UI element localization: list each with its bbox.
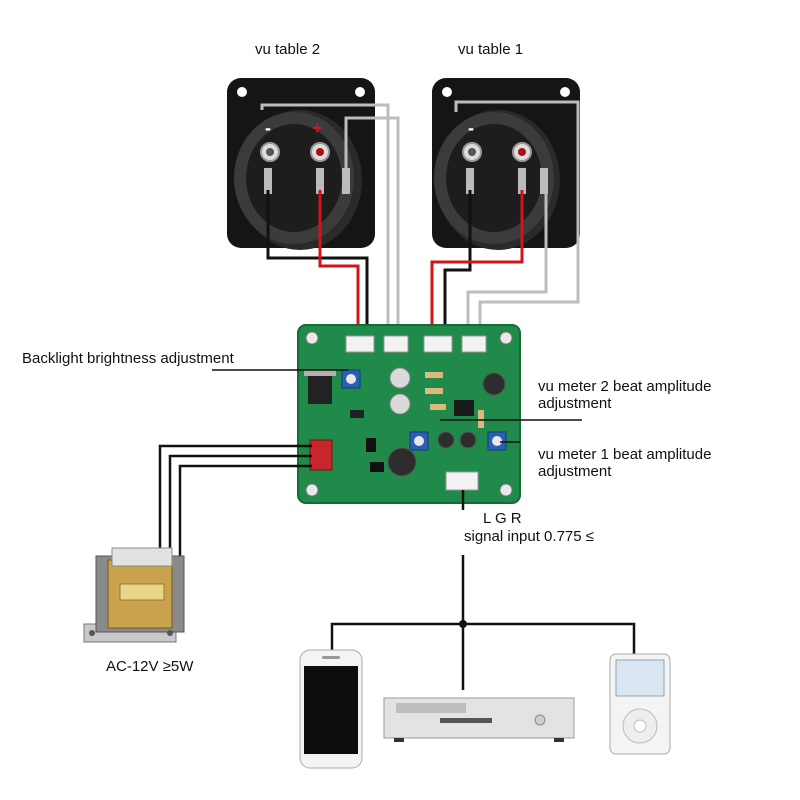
ipod xyxy=(609,653,671,755)
junction-dot xyxy=(459,620,467,628)
meter-1-title: vu table 1 xyxy=(458,41,524,58)
meter-2-title: vu table 2 xyxy=(255,41,321,58)
backlight-adjustment-label: Backlight brightness adjustment xyxy=(22,350,234,367)
vu-meter-1 xyxy=(432,78,580,250)
leader-lines xyxy=(212,369,582,443)
smartphone xyxy=(299,649,363,769)
meter-2-minus-label: - xyxy=(265,118,271,138)
cd-player xyxy=(383,697,575,742)
meter-2-plus-label: + xyxy=(312,118,323,138)
circuit-board xyxy=(297,324,521,504)
meter-1-minus-label: - xyxy=(468,118,474,138)
power-spec-label: AC-12V ≥5W xyxy=(106,658,194,675)
vu2-beat-adjustment-label: vu meter 2 beat amplitude adjustment xyxy=(538,378,712,412)
input-channels-label: L G R xyxy=(483,510,522,527)
power-wires xyxy=(158,444,312,570)
meter-wires xyxy=(260,100,580,338)
transformer xyxy=(83,547,185,643)
signal-input-label: signal input 0.775 ≤ xyxy=(464,528,594,545)
vu1-beat-adjustment-label: vu meter 1 beat amplitude adjustment xyxy=(538,446,712,480)
